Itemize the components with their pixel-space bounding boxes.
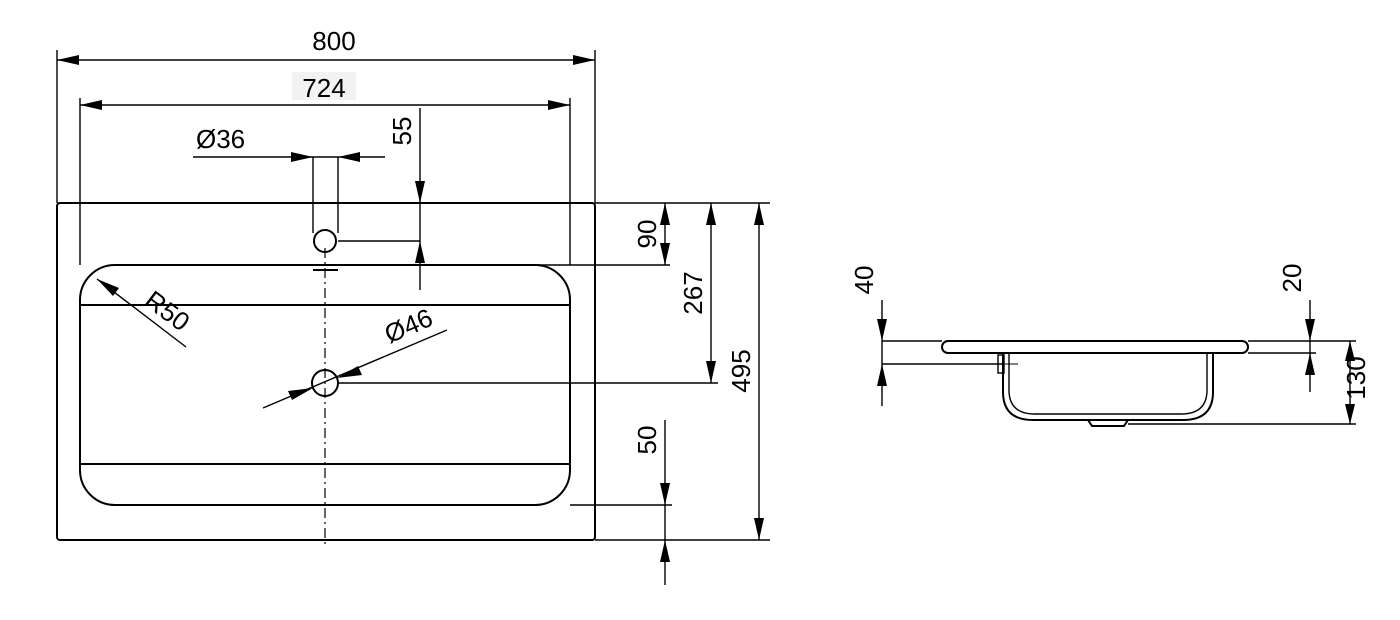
dim-55-label: 55 bbox=[387, 117, 417, 146]
dim-90-label: 90 bbox=[632, 220, 662, 249]
bowl-profile bbox=[1002, 353, 1214, 421]
dim-800-label: 800 bbox=[312, 26, 355, 56]
dim-267-label: 267 bbox=[678, 271, 708, 314]
dim-waste: Ø46 bbox=[262, 302, 448, 409]
dim-inner-width: 724 bbox=[79, 72, 571, 265]
bowl-inner-profile bbox=[1008, 353, 1208, 415]
dim-tap-to-bowl: 90 bbox=[420, 202, 770, 266]
tap-hole bbox=[313, 229, 337, 253]
dim-tap-offset: 55 bbox=[338, 108, 425, 290]
dim-front-rim: 50 bbox=[570, 420, 672, 585]
waste-outlet bbox=[1087, 419, 1129, 427]
dim-20-label: 20 bbox=[1277, 264, 1307, 293]
dim-rim-height: 40 bbox=[849, 266, 1003, 406]
rim-profile bbox=[941, 340, 1249, 354]
dim-130-label: 130 bbox=[1341, 356, 1371, 399]
dim-overall-width: 800 bbox=[56, 26, 596, 203]
bowl-outline bbox=[79, 264, 571, 506]
dim-724-label: 724 bbox=[302, 73, 345, 103]
dim-495-label: 495 bbox=[726, 349, 756, 392]
dim-edge-to-waste: 267 bbox=[338, 203, 718, 384]
dim-46-label: Ø46 bbox=[380, 302, 437, 349]
basin-outline bbox=[56, 202, 596, 541]
dim-rim-thickness: 20 bbox=[1248, 264, 1356, 392]
dim-overall-depth: 495 bbox=[595, 203, 770, 541]
dim-tap-hole: Ø36 bbox=[193, 124, 385, 162]
side-view: 40 20 130 bbox=[849, 264, 1371, 427]
dim-50-label: 50 bbox=[632, 426, 662, 455]
top-view: 800 724 Ø36 55 bbox=[56, 26, 770, 585]
dim-40-label: 40 bbox=[849, 266, 879, 295]
dim-corner-radius: R50 bbox=[96, 278, 195, 348]
dim-36-label: Ø36 bbox=[196, 124, 245, 154]
dim-total-height: 130 bbox=[1128, 341, 1371, 425]
dim-r50-label: R50 bbox=[139, 284, 195, 337]
